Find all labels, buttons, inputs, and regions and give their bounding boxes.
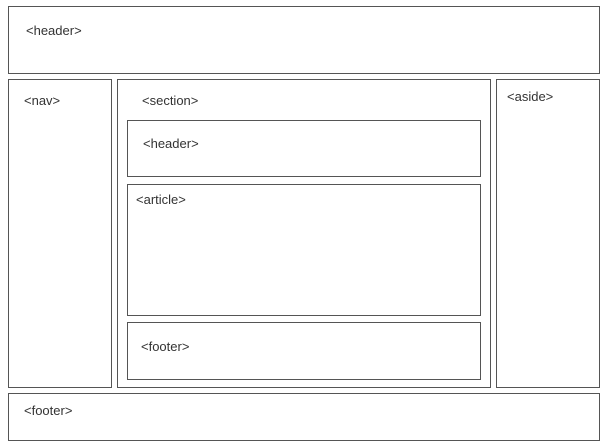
footer-block: <footer> [8,393,600,441]
nav-block: <nav> [8,79,112,388]
section-footer-block-label: <footer> [141,339,190,354]
article-block-label: <article> [136,192,186,207]
section-header-block: <header> [127,120,481,177]
section-block: <section> <header> <article> <footer> [117,79,491,388]
nav-block-label: <nav> [24,93,61,108]
article-block: <article> [127,184,481,316]
header-block: <header> [8,6,600,74]
header-block-label: <header> [26,23,82,38]
aside-block: <aside> [496,79,600,388]
aside-block-label: <aside> [507,89,554,104]
section-footer-block: <footer> [127,322,481,380]
section-header-block-label: <header> [143,136,199,151]
section-block-label: <section> [142,93,199,108]
footer-block-label: <footer> [24,403,73,418]
